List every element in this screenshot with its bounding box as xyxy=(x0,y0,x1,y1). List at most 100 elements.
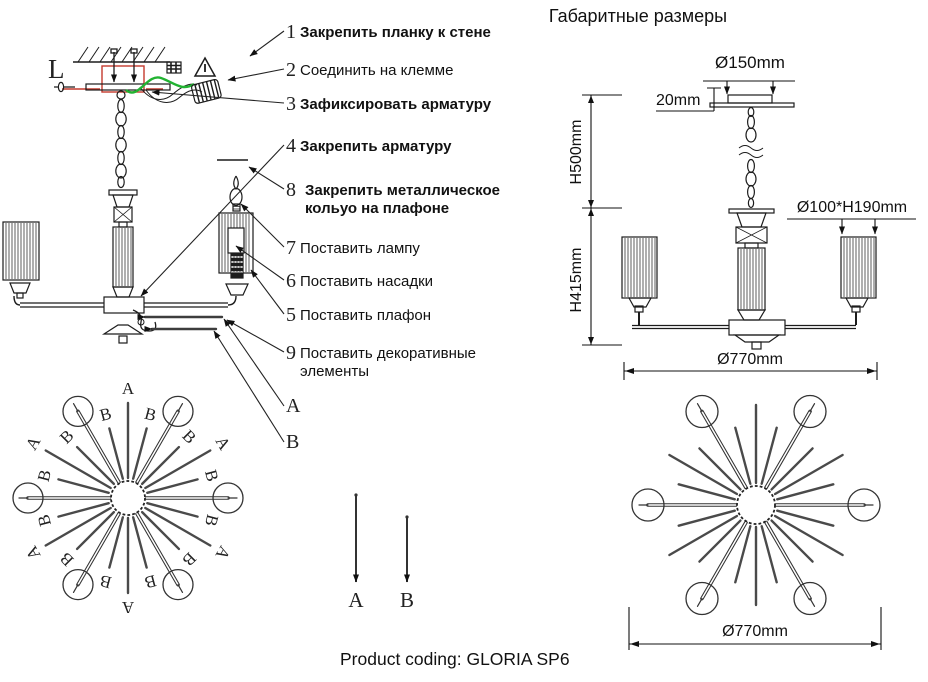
rod-type-label: A xyxy=(21,542,44,563)
screws xyxy=(110,48,138,83)
step-number: 1 xyxy=(286,21,296,43)
leader-lines xyxy=(140,30,285,443)
candle-lamp xyxy=(229,175,243,212)
shade-circle xyxy=(162,568,194,601)
ray xyxy=(140,445,181,486)
ray xyxy=(144,449,212,490)
rod-type-label: A xyxy=(211,543,234,564)
ray xyxy=(668,514,739,557)
ray xyxy=(696,403,703,413)
ray xyxy=(72,403,79,412)
ray xyxy=(701,521,747,600)
rod-type-label: B xyxy=(98,404,114,425)
shade-circle xyxy=(847,488,881,522)
ray xyxy=(44,506,112,547)
ray xyxy=(57,478,110,495)
ray xyxy=(701,410,747,489)
rod-type-label: B xyxy=(34,468,55,484)
shade-circle xyxy=(793,394,827,429)
step-a: A xyxy=(286,396,300,416)
wire-l-label: L xyxy=(48,54,65,84)
ray xyxy=(177,584,184,593)
rod-type-label: B xyxy=(142,404,158,425)
ground-wire-green xyxy=(125,76,195,94)
step-number: A xyxy=(286,395,301,417)
hub-circle xyxy=(110,480,146,516)
dim-body-height: H415mm xyxy=(568,247,585,313)
rod-type-label: B xyxy=(142,571,158,592)
ray xyxy=(773,514,844,557)
rod-type-label: A xyxy=(122,379,135,398)
shade-circle xyxy=(631,488,665,522)
ray xyxy=(698,519,742,563)
drawing-title: Габаритные размеры xyxy=(548,6,728,26)
step-number: 6 xyxy=(286,270,296,292)
ray xyxy=(146,478,199,495)
ray xyxy=(44,449,112,490)
legend-rod-a-label: A xyxy=(348,588,364,612)
rod-type-label: B xyxy=(179,426,200,447)
step-text: Поставить плафон xyxy=(300,307,432,324)
dimension-lines xyxy=(582,80,916,650)
ray xyxy=(108,427,125,480)
ray xyxy=(770,447,814,491)
rod-legend xyxy=(353,493,410,583)
side-screw xyxy=(54,81,75,93)
hub-circle xyxy=(736,485,776,525)
step-text: Соединить на клемме xyxy=(300,62,454,79)
shade-circle xyxy=(62,395,94,428)
ray xyxy=(77,410,120,484)
ray xyxy=(760,426,778,485)
dim-canopy-diameter: Ø150mm xyxy=(715,53,785,72)
ray xyxy=(773,453,844,496)
top-view-dimensioned xyxy=(631,394,881,616)
step-text: Зафиксировать арматуру xyxy=(300,96,492,113)
rod-type-label: B xyxy=(56,426,77,447)
ray xyxy=(776,509,835,527)
ray xyxy=(146,501,199,518)
dim-width-top: Ø770mm xyxy=(722,623,788,640)
ray xyxy=(696,597,703,607)
rod-type-label: A xyxy=(121,598,134,617)
ray xyxy=(765,521,811,600)
ray xyxy=(144,506,212,547)
step-b: B xyxy=(286,432,299,452)
step-number: B xyxy=(286,431,300,453)
ray xyxy=(760,525,778,584)
step-text: Закрепить планку к стене xyxy=(300,24,491,41)
step-text: Поставить декоративные элементы xyxy=(300,345,477,381)
step-number: 5 xyxy=(286,304,296,326)
legend-rod-b-label: B xyxy=(399,588,414,612)
step-text: Закрепить металлическое кольуо на плафон… xyxy=(305,182,500,218)
ray xyxy=(77,512,120,586)
rod-type-label: B xyxy=(98,571,114,592)
rod-type-label: A xyxy=(22,433,45,454)
ray xyxy=(72,584,79,593)
shade-circle xyxy=(162,395,194,428)
ray xyxy=(765,410,811,489)
ray xyxy=(131,427,148,480)
dim-width-side: Ø770mm xyxy=(717,351,783,368)
side-view-dimensioned xyxy=(621,94,877,350)
step-number: 9 xyxy=(286,342,296,364)
dim-canopy-height: 20mm xyxy=(656,92,701,109)
terminal-block xyxy=(191,78,222,104)
shade-circle xyxy=(62,568,94,601)
decorative-rods xyxy=(137,314,224,332)
step-number: 4 xyxy=(286,135,296,157)
ray xyxy=(677,509,736,527)
step-number: 7 xyxy=(286,237,296,259)
ray xyxy=(776,483,835,501)
ray xyxy=(57,501,110,518)
plug-connector xyxy=(166,61,182,74)
step-number: 3 xyxy=(286,93,296,115)
